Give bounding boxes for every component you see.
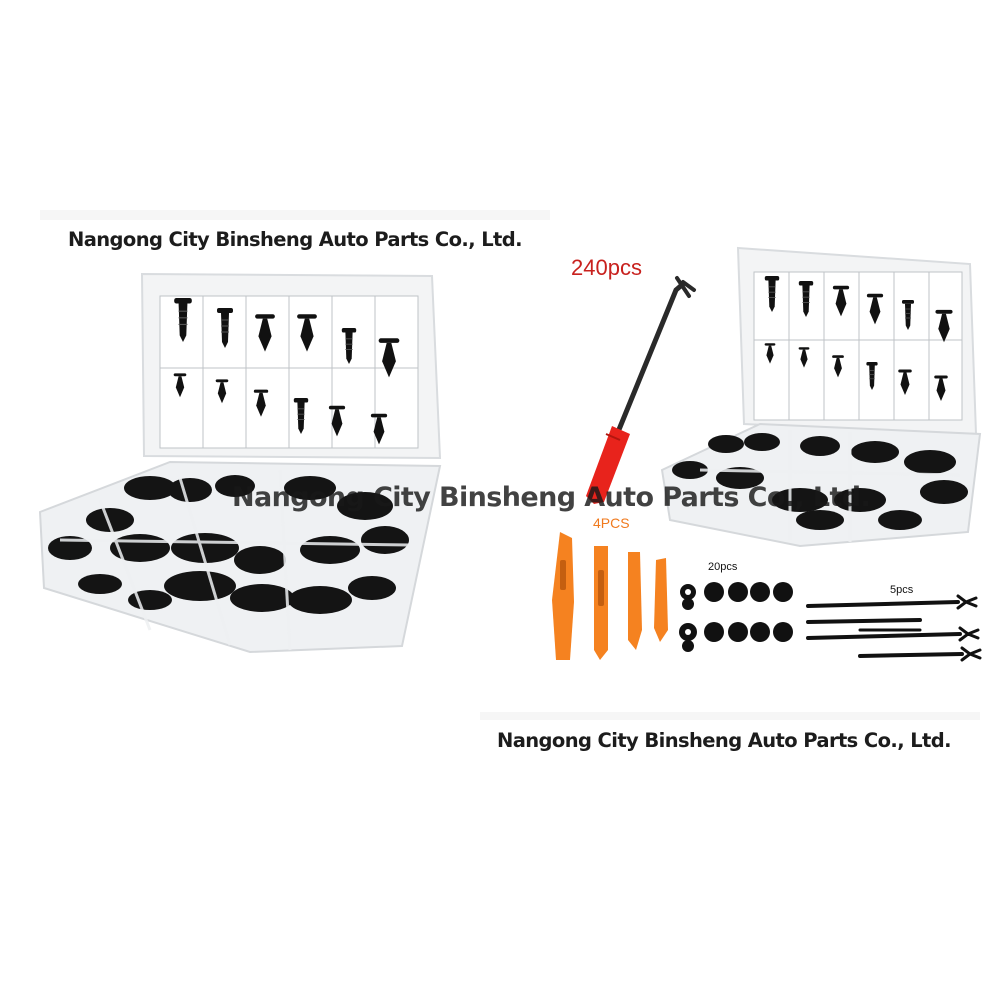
total-count-label: 240pcs	[571, 255, 642, 280]
pry-tools-count-label: 4PCS	[593, 515, 630, 531]
cable-ties	[806, 594, 982, 662]
screwdriver-pry-tool	[586, 276, 696, 504]
watermark-middle: Nangong City Binsheng Auto Parts Co., Lt…	[232, 482, 871, 513]
right-clip-case	[660, 246, 982, 548]
watermark-top: Nangong City Binsheng Auto Parts Co., Lt…	[68, 228, 523, 251]
orange-pry-tools	[552, 532, 668, 660]
washers-count-label: 20pcs	[708, 561, 738, 573]
cable-ties-count-label: 5pcs	[890, 584, 914, 596]
watermark-bottom: Nangong City Binsheng Auto Parts Co., Lt…	[497, 729, 952, 752]
washer-set	[679, 582, 793, 652]
left-clip-case	[38, 272, 442, 654]
